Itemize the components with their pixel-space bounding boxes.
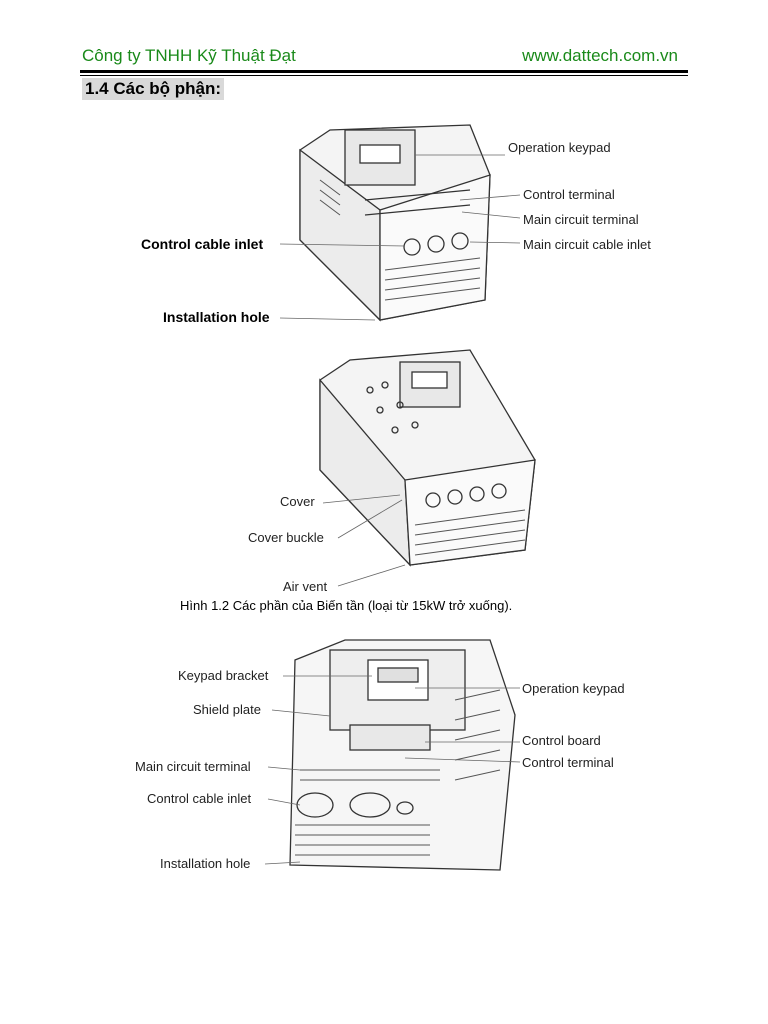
inverter-small-drawing (299, 124, 491, 322)
label-cover-buckle: Cover buckle (248, 530, 324, 545)
label-control-terminal-3: Control terminal (522, 755, 614, 770)
label-main-circuit-terminal-1: Main circuit terminal (523, 212, 639, 227)
label-control-cable-inlet-1: Control cable inlet (141, 236, 264, 252)
inverter-medium-drawing (319, 349, 536, 567)
figure3-leader-lines (264, 675, 521, 865)
company-name: Công ty TNHH Kỹ Thuật Đạt (82, 46, 296, 65)
label-installation-hole-1: Installation hole (163, 309, 270, 325)
label-operation-keypad-3: Operation keypad (522, 681, 625, 696)
label-shield-plate: Shield plate (193, 702, 261, 717)
label-installation-hole-3: Installation hole (160, 856, 251, 871)
label-air-vent: Air vent (283, 579, 328, 594)
figure1-leader-lines (279, 154, 521, 321)
label-control-board: Control board (522, 733, 601, 748)
label-control-terminal-1: Control terminal (523, 187, 615, 202)
header-rule-thick (80, 70, 688, 73)
section-title: 1.4 Các bộ phận: (82, 78, 225, 100)
label-operation-keypad-1: Operation keypad (508, 140, 611, 155)
company-website[interactable]: www.dattech.com.vn (522, 46, 678, 65)
label-cover: Cover (280, 494, 315, 509)
label-main-circuit-terminal-3: Main circuit terminal (135, 759, 251, 774)
label-keypad-bracket: Keypad bracket (178, 668, 269, 683)
figure2-leader-lines (322, 494, 406, 587)
header-rule-thin (80, 75, 688, 76)
label-main-circuit-cable-inlet: Main circuit cable inlet (523, 237, 651, 252)
label-control-cable-inlet-3: Control cable inlet (147, 791, 252, 806)
inverter-large-drawing (289, 639, 516, 871)
figure-caption: Hình 1.2 Các phần của Biến tần (loại từ … (180, 598, 513, 613)
